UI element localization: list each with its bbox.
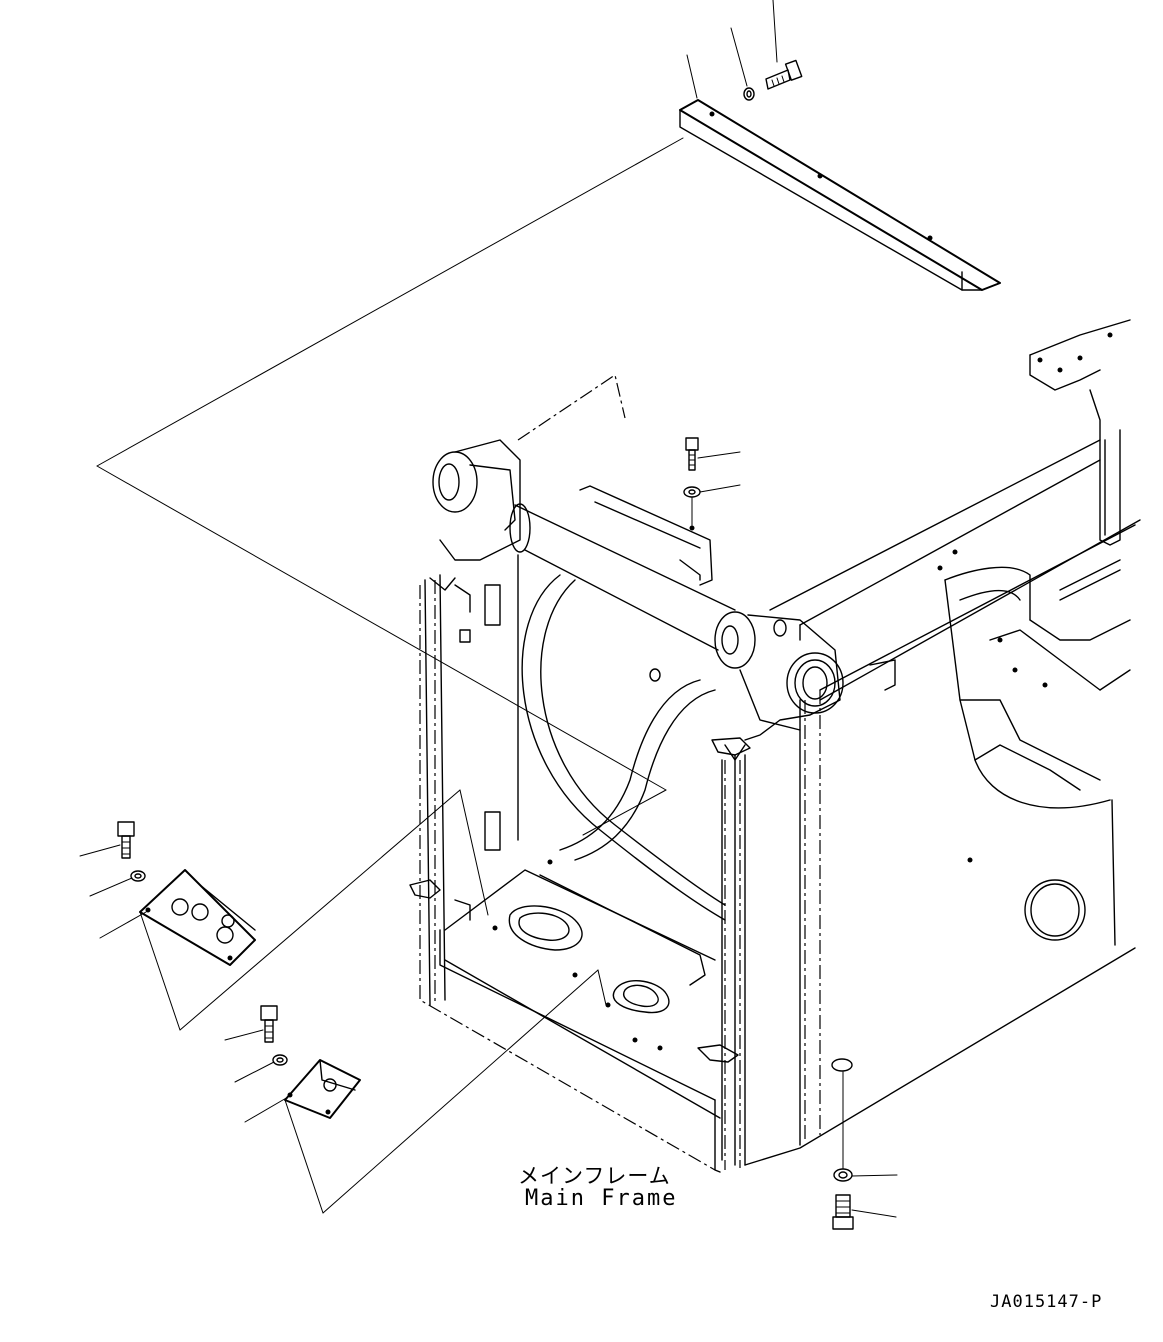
drawing-code: JA015147-P (990, 1292, 1103, 1312)
lower-right-washer (833, 1071, 853, 1182)
left-washer-lower (272, 1054, 288, 1066)
cross-tube (509, 485, 736, 651)
left-washer-upper (130, 870, 146, 882)
hose (521, 574, 726, 921)
left-bolt-upper (117, 821, 135, 859)
left-leader-lines (79, 844, 289, 1123)
upper-right-mount (1029, 319, 1131, 546)
main-frame-label-en: Main Frame (525, 1186, 678, 1211)
frame-bolt-upper (685, 437, 699, 471)
left-plate-upper (139, 869, 256, 966)
lower-right-leaders (851, 1174, 898, 1218)
leader-upper (697, 451, 741, 493)
angle-bar-cover (679, 99, 1001, 291)
main-frame (419, 374, 1141, 1173)
top-washer (743, 87, 755, 101)
main-frame-label-jp: メインフレーム (518, 1164, 671, 1188)
post-brackets (409, 629, 751, 1063)
top-leader-lines (686, 0, 778, 99)
left-bolt-lower (260, 1005, 278, 1043)
frame-washer-upper (683, 486, 701, 531)
left-pivot-bracket (429, 439, 521, 626)
top-bolt (765, 59, 803, 90)
lower-right-bolt (832, 1194, 854, 1230)
right-pivot-flange (714, 611, 896, 761)
inner-structure (944, 559, 1131, 809)
callout-lines (96, 137, 684, 1214)
left-plate-lower (284, 1059, 361, 1119)
floor-plate (444, 859, 716, 1051)
